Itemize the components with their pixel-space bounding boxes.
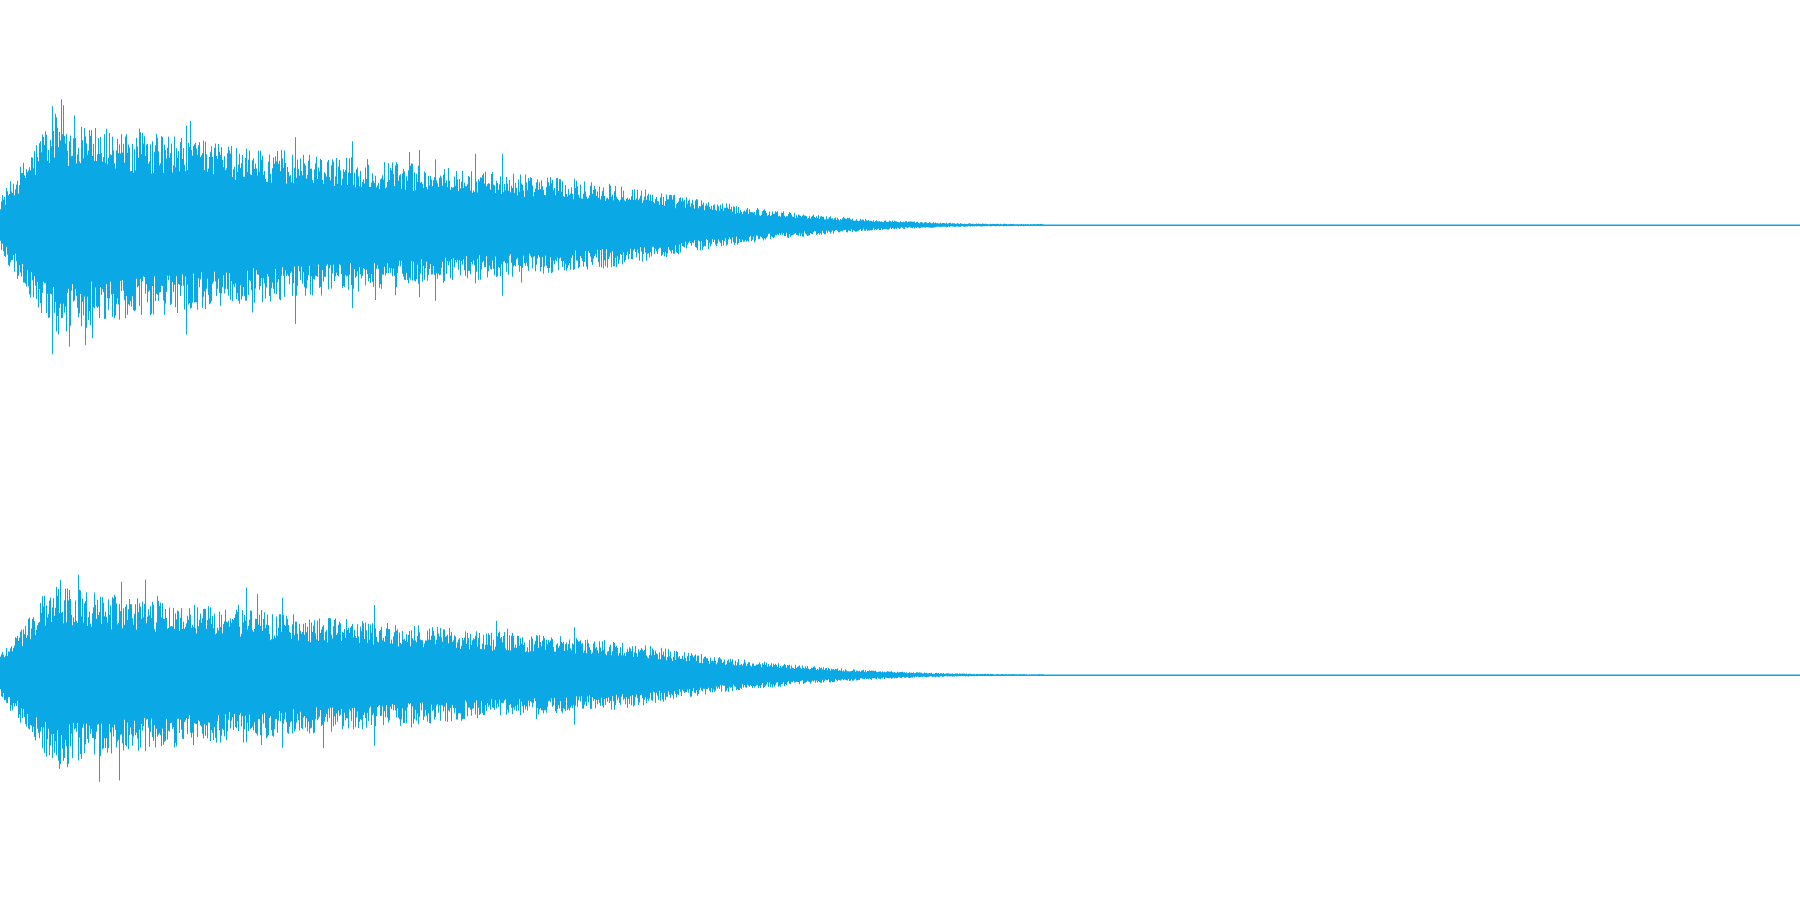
waveform-trace bbox=[0, 574, 1800, 782]
channel-2-track bbox=[0, 450, 1800, 900]
channel-1-track bbox=[0, 99, 1800, 355]
waveform-trace bbox=[0, 99, 1800, 355]
channel-1-waveform bbox=[0, 99, 1800, 355]
channel-2-waveform bbox=[0, 574, 1800, 782]
